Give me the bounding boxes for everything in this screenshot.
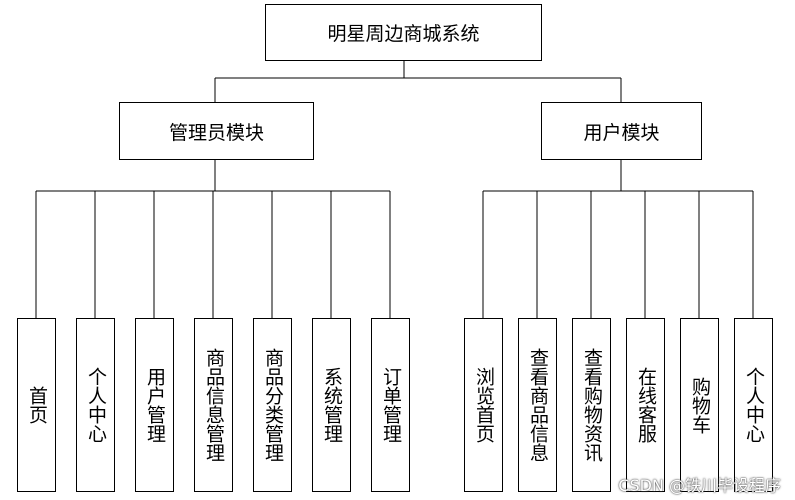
user-child-node-shopping-cart: 购物车 — [680, 318, 719, 492]
admin-child-node-system-management: 系统管理 — [312, 318, 351, 492]
user-child-node-view-product-info: 查看商品信息 — [518, 318, 557, 492]
admin-child-node-category-management: 商品分类管理 — [253, 318, 292, 492]
admin-child-node-personal-center: 个人中心 — [76, 318, 115, 492]
watermark: CSDN @铁川毕设程序 — [618, 476, 781, 495]
admin-child-node-homepage: 首页 — [17, 318, 56, 492]
admin-child-node-order-management: 订单管理 — [371, 318, 410, 492]
root-node: 明星周边商城系统 — [265, 4, 542, 61]
admin-child-node-product-info-management: 商品信息管理 — [194, 318, 233, 492]
user-child-node-personal-center: 个人中心 — [734, 318, 773, 492]
admin-child-node-user-management: 用户管理 — [135, 318, 174, 492]
admin-module-node: 管理员模块 — [119, 102, 314, 160]
user-child-node-view-shopping-news: 查看购物资讯 — [572, 318, 611, 492]
user-child-node-browse-homepage: 浏览首页 — [464, 318, 503, 492]
user-child-node-online-service: 在线客服 — [626, 318, 665, 492]
user-module-node: 用户模块 — [541, 102, 702, 160]
